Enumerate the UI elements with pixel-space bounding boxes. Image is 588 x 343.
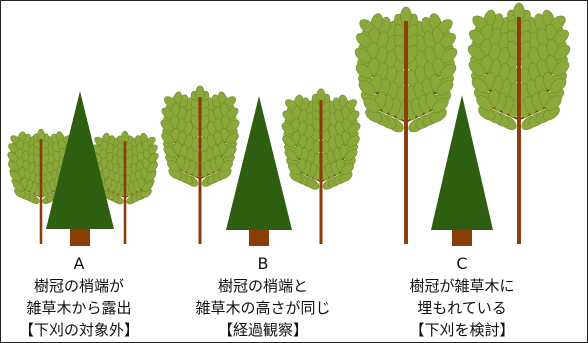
caption-b-letter: B	[257, 254, 269, 273]
leaf	[545, 95, 562, 111]
caption-a-line-2: 雑草木から露出	[26, 299, 132, 317]
leaf	[12, 181, 25, 192]
weed-tree-b-left	[160, 85, 240, 244]
conifer-trunk	[249, 230, 269, 246]
conifer-c	[431, 95, 493, 246]
weed-tree-c-right	[467, 2, 571, 244]
caption-c-line-1: 樹冠が雑草木に	[409, 277, 515, 295]
caption-c-line-2: 埋もれている	[417, 299, 507, 317]
leaf	[341, 163, 354, 175]
leaf	[549, 77, 567, 94]
leaf	[9, 170, 22, 182]
caption-a-line-1: 樹冠の梢端が	[33, 277, 124, 295]
weed-tree-c-left	[354, 6, 458, 244]
caption-b-line-1: 樹冠の梢端と	[217, 277, 308, 295]
leaf	[468, 60, 486, 77]
leaf	[471, 77, 489, 94]
leaf	[161, 132, 175, 145]
conifer-crown	[46, 91, 114, 229]
leaf	[8, 161, 20, 172]
caption-c-line-3: 【下刈を検討】	[409, 321, 515, 339]
caption-c-letter: C	[456, 254, 468, 273]
leaf	[432, 97, 449, 113]
conifer-crown	[431, 95, 493, 230]
leaf	[344, 148, 358, 161]
leaf	[163, 145, 177, 158]
leaf	[167, 160, 180, 172]
leaf	[439, 63, 457, 79]
leaf	[436, 80, 454, 96]
conifer-trunk	[452, 230, 472, 246]
weed-tree-b-right	[281, 88, 361, 244]
caption-b-line-3: 【経過観察】	[217, 321, 308, 339]
leaf	[355, 63, 373, 79]
caption-a-line-3: 【下刈の対象外】	[18, 321, 139, 339]
caption-a: A 樹冠の梢端が 雑草木から露出 【下刈の対象外】	[1, 253, 174, 341]
leaf	[225, 132, 239, 145]
weed-tree-a-right	[91, 130, 159, 244]
caption-c: C 樹冠が雑草木に 埋もれている 【下刈を検討】	[367, 253, 557, 341]
caption-b-line-2: 雑草木の高さが同じ	[195, 299, 331, 317]
caption-a-letter: A	[73, 254, 85, 273]
leaf	[146, 161, 158, 173]
leaf	[363, 97, 380, 113]
leaf	[220, 160, 233, 172]
leaf	[223, 145, 237, 158]
conifer-a	[46, 91, 114, 246]
leaf	[358, 80, 376, 96]
conifer-b	[226, 96, 292, 246]
leaf	[284, 148, 298, 161]
leaf	[476, 95, 493, 111]
conifer-trunk	[70, 229, 90, 246]
caption-b: B 樹冠の梢端と 雑草木の高さが同じ 【経過観察】	[168, 253, 358, 341]
conifer-crown	[226, 96, 292, 230]
leaf	[282, 135, 296, 148]
leaf	[144, 171, 157, 182]
leaf	[552, 60, 570, 77]
leaf	[141, 181, 154, 192]
leaf	[288, 163, 301, 175]
leaf	[346, 135, 360, 148]
